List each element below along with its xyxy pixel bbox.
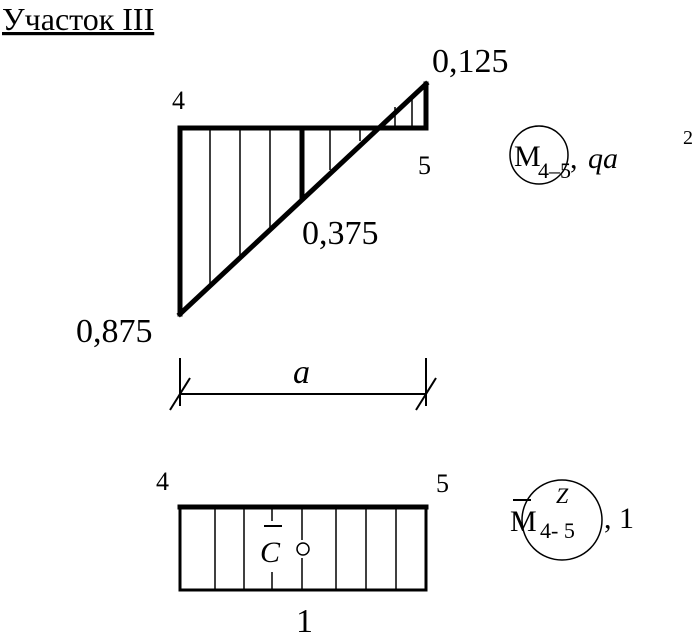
unit-moment-hatching: [214, 507, 397, 590]
section-title: Участок III: [2, 1, 154, 37]
centroid-marker: [296, 542, 310, 556]
unit-moment-symbol: M: [510, 505, 537, 538]
moment-diagonal: [176, 80, 430, 318]
dimension-line: a: [169, 354, 437, 411]
unit-moment-legend-circle: [521, 479, 603, 561]
moment-symbol: M: [514, 140, 541, 173]
unit-moment-frame: [178, 505, 428, 592]
centroid-label: C: [260, 536, 281, 569]
moment-unit-power: 2: [683, 127, 693, 149]
moment-symbol-subscript: 4–5: [538, 158, 571, 183]
moment-node-4: 4: [172, 86, 185, 115]
unit-moment-node-4: 4: [156, 467, 169, 496]
unit-moment-diagram: C 4 5 1: [156, 467, 449, 639]
unit-moment-symbol-superscript: Z: [556, 483, 569, 508]
unit-moment-legend: M Z 4- 5 , 1: [510, 479, 634, 561]
moment-unit: qa: [588, 142, 618, 175]
moment-value-bottom: 0,875: [76, 313, 153, 350]
unit-moment-node-5: 5: [436, 469, 449, 498]
moment-legend-circle: [509, 125, 569, 185]
moment-value-top: 0,125: [432, 43, 509, 80]
moment-legend: M 4–5 , qa 2: [509, 125, 693, 185]
dimension-label: a: [293, 354, 310, 391]
unit-moment-value: 1: [296, 603, 313, 639]
moment-unit-prefix: ,: [570, 142, 578, 175]
moment-node-5: 5: [418, 151, 431, 180]
unit-moment-unit: , 1: [604, 502, 634, 535]
moment-value-mid: 0,375: [302, 215, 379, 252]
moment-diagram: 4 5 0,125 0,375 0,875: [76, 43, 509, 350]
unit-moment-symbol-subscript: 4- 5: [540, 518, 575, 543]
